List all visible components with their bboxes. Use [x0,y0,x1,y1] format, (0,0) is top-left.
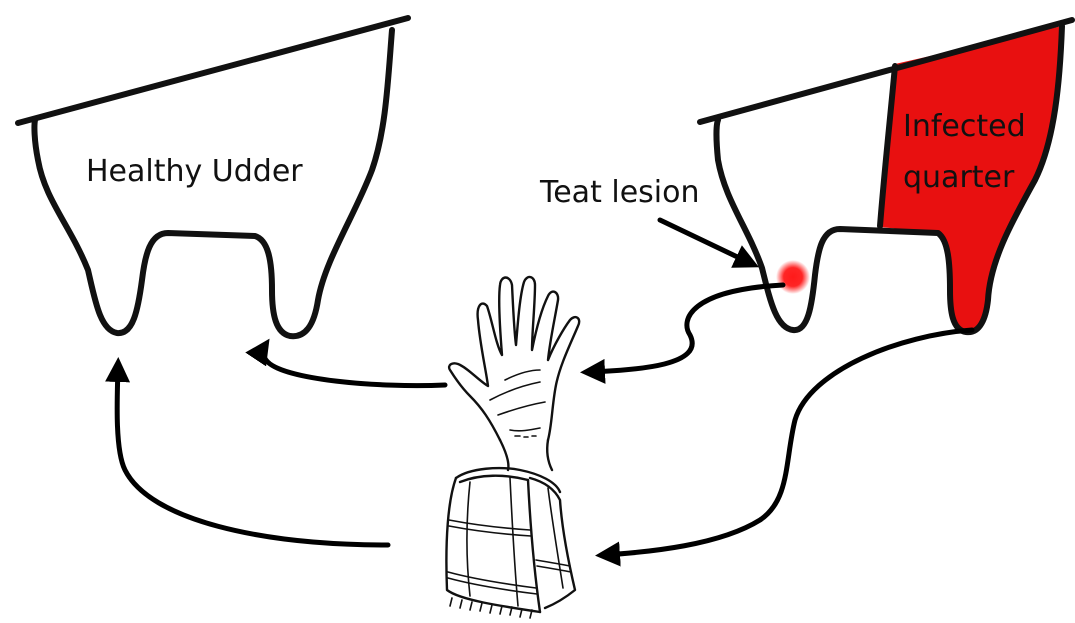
healthy-udder-body [31,27,395,340]
lesion-spot [776,260,810,294]
teat-lesion-label: Teat lesion [539,175,700,210]
infected-udder-body [713,23,1065,336]
towel-icon [445,466,577,619]
infected-quarter-area [880,26,1062,333]
arrow-hand-to-healthy-teat [245,338,448,389]
infected-udder: Infected quarter Teat lesion [539,17,1075,336]
infected-udder-top [697,17,1075,125]
hand-icon [447,275,581,472]
arrow-lesion-to-hand [580,282,786,384]
infected-label-line1: Infected [903,109,1026,144]
infected-quarter-divider [877,63,898,229]
healthy-udder-top [15,15,411,126]
lesion-pointer-arrow [657,217,760,268]
healthy-udder-label: Healthy Udder [86,154,303,189]
infected-label-line2: quarter [903,160,1015,195]
transmission-arrows [105,282,975,567]
healthy-udder: Healthy Udder [15,15,411,340]
arrow-towel-to-healthy-teat [105,357,391,548]
arrow-infected-to-towel [595,327,975,567]
